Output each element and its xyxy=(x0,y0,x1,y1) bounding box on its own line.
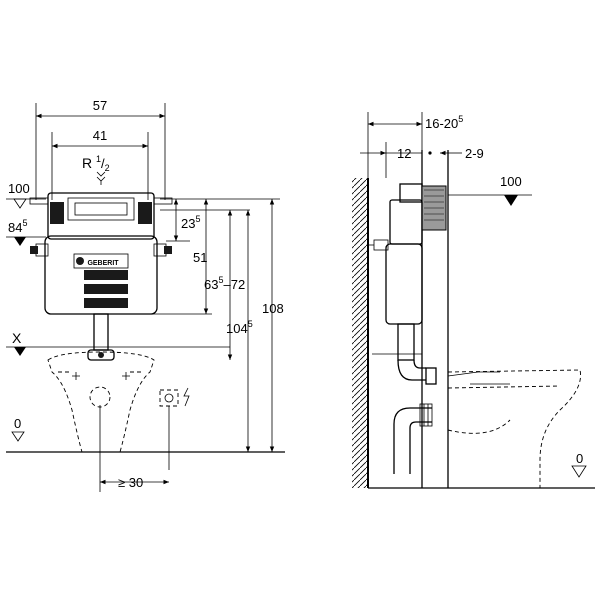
spacing-label: ≥ 30 xyxy=(118,475,143,490)
svg-text:R 1/2: R 1/2 xyxy=(82,154,110,173)
dimension-spacing: ≥ 30 xyxy=(99,405,169,492)
height-b-label: 63 xyxy=(204,277,218,292)
dimension-width-outer: 57 xyxy=(35,98,166,200)
dimension-width-inner: 41 xyxy=(51,128,149,200)
svg-text:100: 100 xyxy=(500,174,522,189)
level-mark-right: 100 xyxy=(448,174,532,206)
level-marks-left: 100 845 xyxy=(6,181,46,246)
flush-pipe-side xyxy=(393,359,437,474)
side-view: 16-205 12 2-9 100 xyxy=(352,112,595,489)
svg-text:0: 0 xyxy=(576,451,583,466)
cistern-frame: GEBERIT xyxy=(29,192,173,361)
depth-wall-label: 12 xyxy=(397,146,411,161)
height-total-label: 108 xyxy=(262,301,284,316)
brand-logo: GEBERIT xyxy=(87,260,119,267)
width-outer-label: 57 xyxy=(93,98,107,113)
depth-range-label: 16-20 xyxy=(425,116,458,131)
marker-x: X xyxy=(6,330,230,356)
electrical-socket xyxy=(159,387,190,470)
height-a-label: 51 xyxy=(193,250,207,265)
svg-text:635–72: 635–72 xyxy=(204,275,245,292)
offset-right-label: 23 xyxy=(181,216,195,231)
svg-text:0: 0 xyxy=(14,416,21,431)
side-dimensions: 16-205 12 2-9 xyxy=(360,112,484,178)
connection-label: R 1/2 xyxy=(82,154,110,185)
svg-text:845: 845 xyxy=(8,218,27,235)
width-inner-label: 41 xyxy=(93,128,107,143)
svg-text:235: 235 xyxy=(181,214,200,231)
level-top-label: 100 xyxy=(8,181,30,196)
svg-text:16-205: 16-205 xyxy=(425,114,463,131)
level-lower-label: 84 xyxy=(8,220,22,235)
wc-pan-front xyxy=(47,351,155,453)
floor-side: 0 xyxy=(368,451,595,489)
vertical-dimensions: 235 51 635–72 1045 108 xyxy=(150,198,284,452)
floor-front: 0 xyxy=(6,416,285,453)
wc-pan-side xyxy=(447,369,582,488)
depth-gap-label: 2-9 xyxy=(465,146,484,161)
front-view: 57 41 R 1/2 xyxy=(6,98,285,492)
cistern-side xyxy=(368,183,447,361)
svg-text:1045: 1045 xyxy=(226,319,253,336)
svg-text:X: X xyxy=(12,330,22,346)
height-c-label: 104 xyxy=(226,321,248,336)
